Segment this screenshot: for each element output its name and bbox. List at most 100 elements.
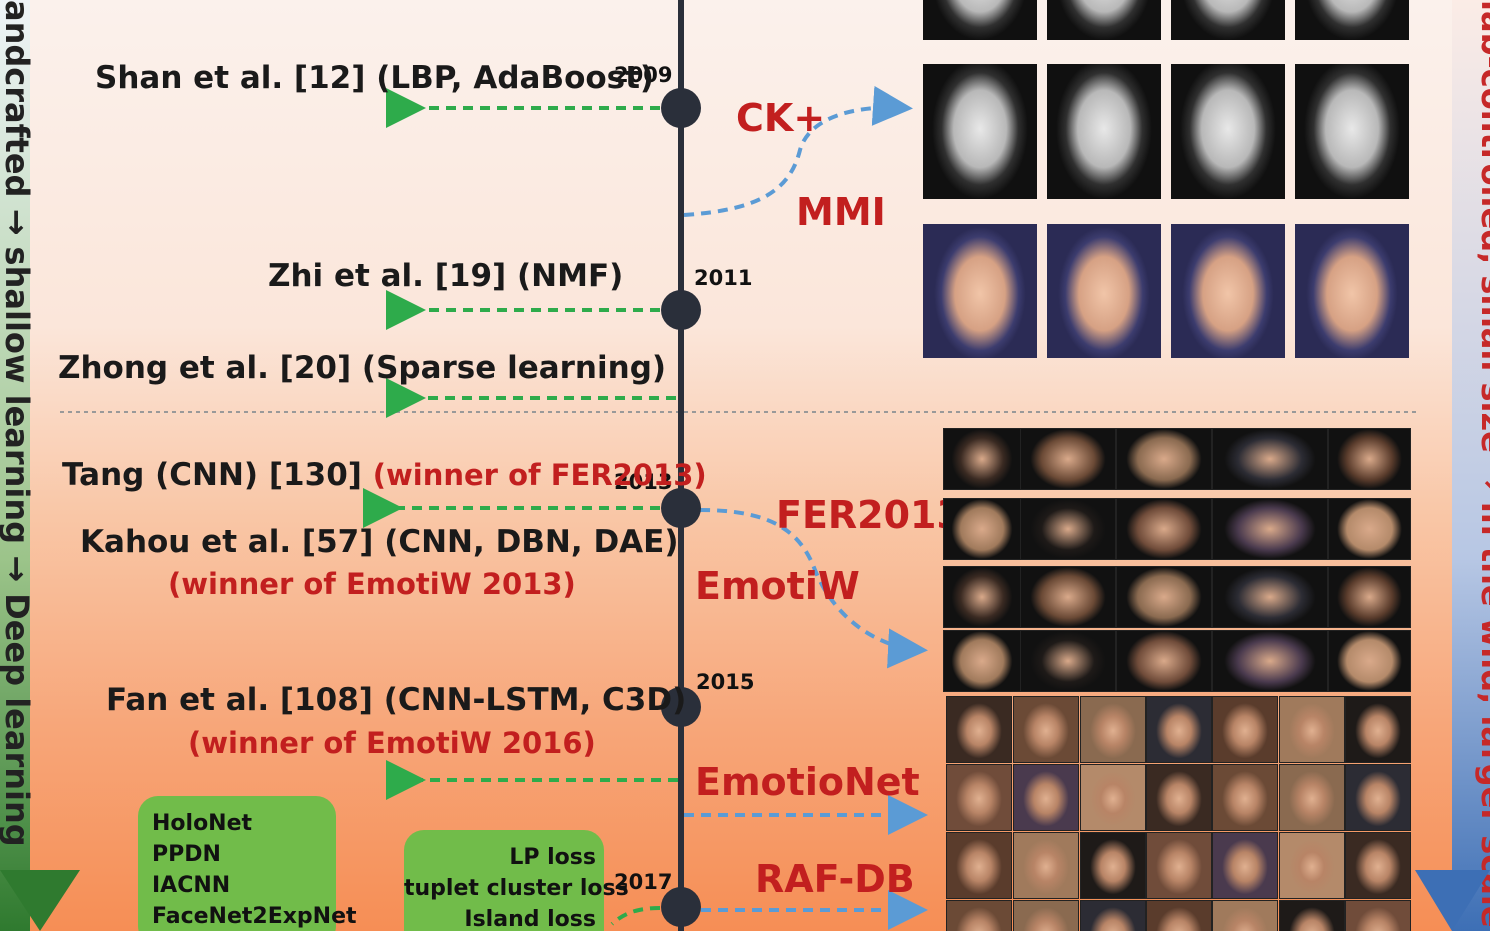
face-photo [923, 64, 1037, 199]
face-photo [946, 832, 1012, 899]
face-photo [1212, 764, 1278, 831]
method-zhong: Zhong et al. [20] (Sparse learning) [58, 350, 667, 386]
left-arrow-head [0, 870, 80, 931]
year-2011: 2011 [694, 266, 753, 290]
face-photo [1146, 900, 1212, 931]
arrow-ck-mmi [683, 85, 913, 217]
arrow-loss [610, 906, 661, 926]
left-progress-band: andcrafted → shallow learning → Deep lea… [0, 0, 32, 931]
face-photo [1020, 498, 1116, 560]
year-2009: 2009 [614, 63, 673, 87]
face-photo [1047, 64, 1161, 199]
network-item: HoloNet [152, 811, 253, 836]
dataset-fer2013: FER2013 [776, 493, 963, 537]
face-photo [1212, 428, 1328, 490]
face-photo [1116, 630, 1212, 692]
face-photo [946, 900, 1012, 931]
dataset-emotiw: EmotiW [695, 564, 860, 608]
face-photo [946, 696, 1012, 763]
face-photo [1212, 832, 1278, 899]
face-photo [1328, 498, 1411, 560]
method-kahou: Kahou et al. [57] (CNN, DBN, DAE) [80, 524, 679, 560]
face-photo [1279, 764, 1345, 831]
face-photo [1212, 696, 1278, 763]
loss-methods-box: LP loss tuplet cluster loss Island loss [404, 830, 629, 931]
loss-item: Island loss [464, 907, 596, 931]
dataset-raf-db: RAF-DB [755, 857, 915, 901]
face-photo [1146, 764, 1212, 831]
method-fan-note: (winner of EmotiW 2016) [188, 726, 596, 760]
network-item: IACNN [152, 873, 231, 898]
method-tang-text: Tang (CNN) [130] [62, 457, 362, 493]
right-progress-label: lab-controlled, small size → in the wild… [1474, 0, 1490, 928]
face-photo [1013, 696, 1079, 763]
year-2017: 2017 [614, 870, 673, 894]
dataset-ck-plus: CK+ [736, 96, 826, 140]
dataset-mmi: MMI [796, 190, 886, 234]
face-photo [1116, 428, 1212, 490]
face-photo [1328, 566, 1411, 628]
face-photo [1047, 224, 1161, 358]
node-2013 [661, 488, 701, 528]
face-photo [1080, 832, 1146, 899]
face-photo [1345, 696, 1411, 763]
node-2015 [661, 687, 701, 727]
face-photo [1295, 0, 1409, 40]
face-photo [1345, 900, 1411, 931]
face-photo [1345, 764, 1411, 831]
face-photo [1328, 630, 1411, 692]
face-photo [1080, 764, 1146, 831]
face-photo [1020, 630, 1116, 692]
year-2013: 2013 [614, 470, 673, 494]
face-photo [1013, 832, 1079, 899]
node-2009 [661, 88, 701, 128]
dataset-emotionet: EmotioNet [695, 760, 920, 804]
face-photo [1212, 630, 1328, 692]
face-photo [1146, 832, 1212, 899]
network-item: PPDN [152, 842, 221, 867]
face-photo [1279, 696, 1345, 763]
face-photo [943, 566, 1021, 628]
year-2015: 2015 [696, 670, 755, 694]
face-photo [1080, 900, 1146, 931]
left-progress-label: andcrafted → shallow learning → Deep lea… [0, 0, 32, 847]
right-arrow-head [1415, 870, 1490, 931]
face-photo [946, 764, 1012, 831]
node-2017 [661, 887, 701, 927]
network-item: FaceNet2ExpNet [152, 904, 357, 929]
face-photo [1212, 566, 1328, 628]
face-photo [1013, 764, 1079, 831]
face-photo [1212, 498, 1328, 560]
node-2011 [661, 290, 701, 330]
face-photo [943, 428, 1021, 490]
loss-item: tuplet cluster loss [404, 876, 629, 901]
face-photo [943, 630, 1021, 692]
arrow-fer-emotiw [699, 508, 928, 669]
method-shan: Shan et al. [12] (LBP, AdaBoost) [95, 60, 655, 96]
face-photo [1047, 0, 1161, 40]
face-photo [1171, 64, 1285, 199]
loss-item: LP loss [509, 845, 596, 870]
face-photo [1295, 224, 1409, 358]
face-photo [1328, 428, 1411, 490]
face-photo [1279, 832, 1345, 899]
face-photo [923, 0, 1037, 40]
method-fan: Fan et al. [108] (CNN-LSTM, C3D) [106, 682, 687, 718]
face-photo [1116, 498, 1212, 560]
face-photo [1116, 566, 1212, 628]
face-photo [1171, 0, 1285, 40]
method-kahou-note: (winner of EmotiW 2013) [168, 567, 576, 601]
network-methods-box: HoloNet PPDN IACNN FaceNet2ExpNet [138, 796, 357, 931]
face-photo [1171, 224, 1285, 358]
face-photo [943, 498, 1021, 560]
method-tang-note: (winner of FER2013) [372, 458, 707, 492]
face-photo [1212, 900, 1278, 931]
face-photo [1020, 566, 1116, 628]
method-zhi: Zhi et al. [19] (NMF) [268, 258, 624, 294]
face-photo [1295, 64, 1409, 199]
right-progress-band: lab-controlled, small size → in the wild… [1452, 0, 1490, 931]
method-tang: Tang (CNN) [130] (winner of FER2013) [62, 457, 707, 493]
face-photo [1345, 832, 1411, 899]
